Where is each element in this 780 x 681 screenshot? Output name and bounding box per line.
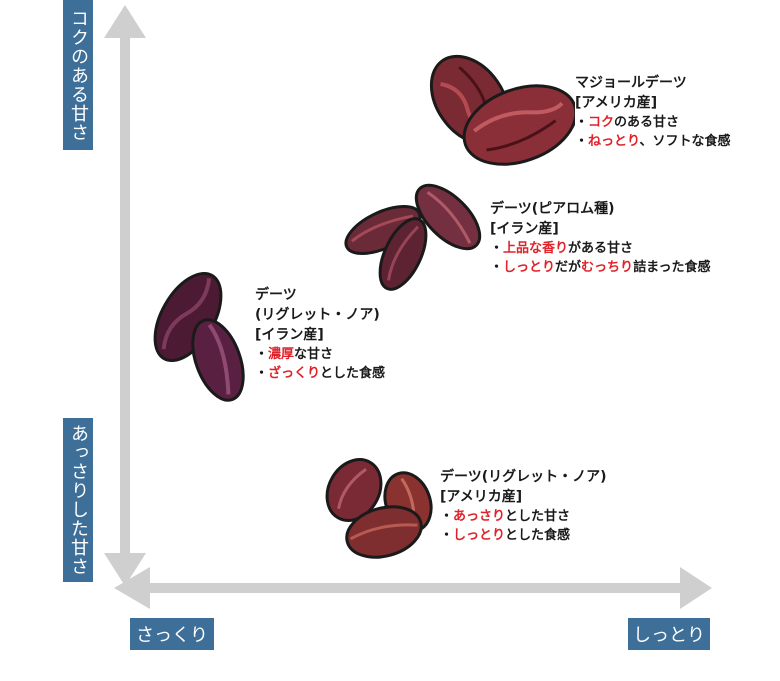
piarom-dates-illustration	[344, 183, 482, 291]
item-subtitle: (リグレット・ノア)	[255, 307, 380, 323]
item-bullet-2: ・ざっくりとした食感	[255, 366, 386, 381]
iran-ligrette-noir-dates-illustration	[153, 271, 245, 402]
x-axis-right-label: しっとり	[628, 618, 710, 650]
y-axis-top-label: コクのある甘さ	[63, 0, 93, 150]
us-ligrette-noir-dates-illustration	[325, 458, 433, 559]
item-bullet-2: ・しっとりだがむっちり詰まった食感	[490, 260, 711, 275]
y-axis-bottom-label: あっさりした甘さ	[63, 418, 93, 582]
horizontal-axis	[114, 567, 712, 609]
medjool-dates-illustration	[429, 54, 575, 166]
item-medjool: マジョールデーツ [アメリカ産] ・コクのある甘さ ・ねっとり、ソフトな食感	[575, 73, 731, 151]
item-title: デーツ(リグレット・ノア)	[440, 469, 607, 485]
item-bullet-1: ・あっさりとした甘さ	[440, 509, 571, 524]
item-piarom: デーツ(ピアロム種) [イラン産] ・上品な香りがある甘さ ・しっとりだがむっち…	[490, 199, 711, 277]
item-title: マジョールデーツ	[575, 75, 687, 91]
item-origin: [イラン産]	[255, 327, 324, 343]
item-bullet-1: ・コクのある甘さ	[575, 115, 680, 130]
item-bullet-2: ・ねっとり、ソフトな食感	[575, 134, 731, 149]
item-title: デーツ	[255, 287, 297, 303]
x-axis-left-label: さっくり	[130, 618, 214, 650]
item-bullet-1: ・濃厚な甘さ	[255, 347, 334, 362]
item-origin: [アメリカ産]	[440, 489, 523, 505]
item-origin: [アメリカ産]	[575, 95, 658, 111]
item-title: デーツ(ピアロム種)	[490, 201, 615, 217]
item-bullet-2: ・しっとりとした食感	[440, 528, 571, 543]
vertical-axis	[104, 5, 146, 586]
item-bullet-1: ・上品な香りがある甘さ	[490, 241, 634, 256]
item-origin: [イラン産]	[490, 221, 559, 237]
item-us-ligrette-noir: デーツ(リグレット・ノア) [アメリカ産] ・あっさりとした甘さ ・しっとりとし…	[440, 467, 607, 545]
item-iran-ligrette-noir: デーツ (リグレット・ノア) [イラン産] ・濃厚な甘さ ・ざっくりとした食感	[255, 285, 385, 383]
